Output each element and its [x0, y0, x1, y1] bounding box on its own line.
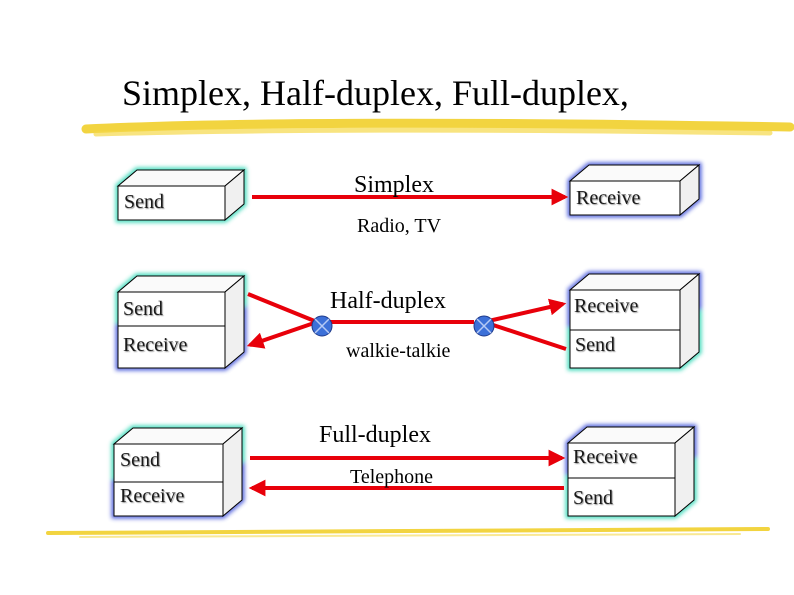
- half-duplex-right-box: [567, 271, 702, 371]
- full-duplex-left-send-label: Send: [120, 449, 160, 471]
- simplex-right-box: [567, 162, 702, 218]
- half-duplex-right-switch-icon: [473, 315, 495, 337]
- bottom-underline: [46, 527, 770, 538]
- half-duplex-right-receive-label: Receive: [574, 295, 639, 317]
- full-duplex-example: Telephone: [350, 466, 434, 488]
- simplex-left-send-label: Send: [124, 191, 164, 213]
- half-duplex-arrows: [246, 292, 567, 351]
- simplex-right-receive-label: Receive: [576, 187, 641, 209]
- full-duplex-left-box: [111, 425, 245, 519]
- simplex-left-box: [115, 167, 247, 223]
- full-duplex-left-receive-label: Receive: [120, 485, 185, 507]
- half-duplex-left-receive-label: Receive: [123, 334, 188, 356]
- full-duplex-right-box: [565, 424, 697, 519]
- half-duplex-left-send-label: Send: [123, 298, 163, 320]
- full-duplex-right-receive-label: Receive: [573, 446, 638, 468]
- simplex-label: Simplex: [354, 172, 435, 198]
- half-duplex-left-box: [115, 273, 247, 371]
- simplex-example: Radio, TV: [357, 215, 442, 237]
- full-duplex-right-send-label: Send: [573, 487, 613, 509]
- half-duplex-example: walkie-talkie: [346, 340, 451, 362]
- slide-title: Simplex, Half-duplex, Full-duplex,: [122, 73, 629, 113]
- title-underline: [81, 118, 794, 137]
- half-duplex-label: Half-duplex: [330, 288, 446, 314]
- half-duplex-left-switch-icon: [311, 315, 333, 337]
- half-duplex-right-send-label: Send: [575, 334, 615, 356]
- full-duplex-label: Full-duplex: [319, 422, 431, 448]
